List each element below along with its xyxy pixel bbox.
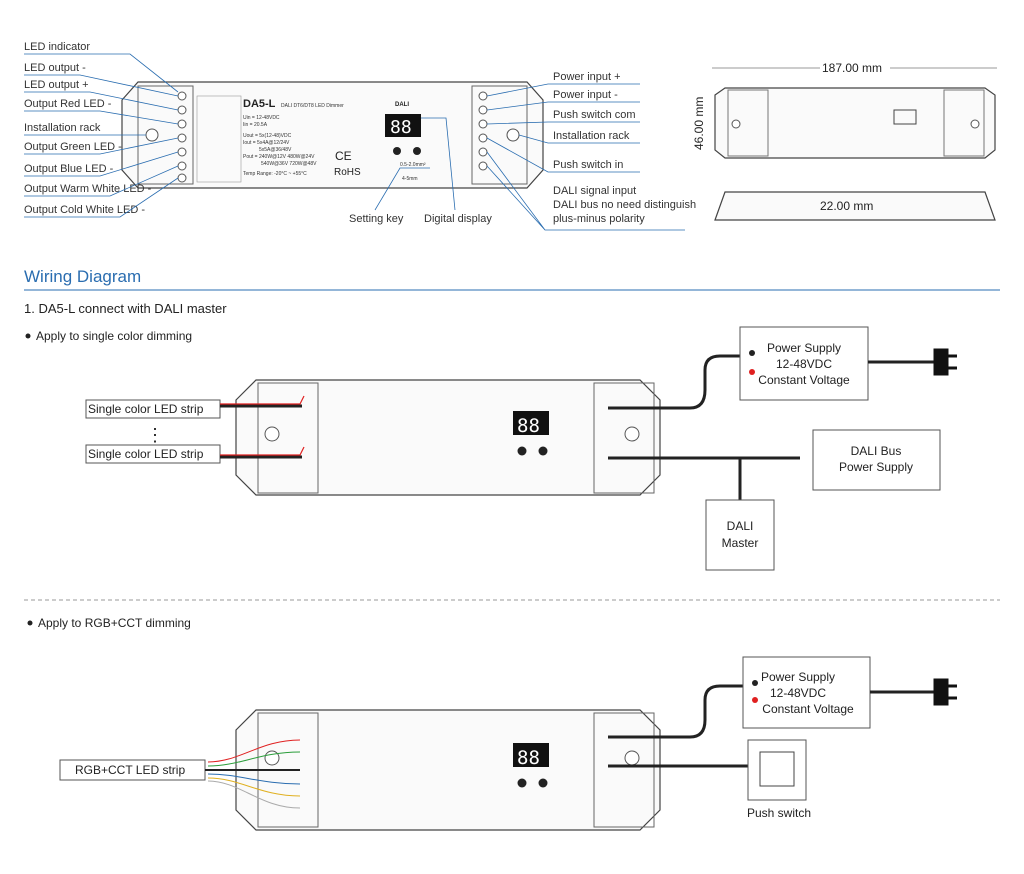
dali-master-label: DALI — [727, 519, 754, 533]
rgbcct-strip-label: RGB+CCT LED strip — [75, 763, 185, 777]
dali-master-box — [705, 499, 775, 571]
spec-iout2: 5x5A@36/48V — [259, 147, 292, 153]
push-switch-icon — [759, 751, 795, 787]
label-led-output-minus: LED output - — [24, 62, 86, 74]
diagram-rgbcct: 88 RGB+CCT LED strip Power Supply 12-48V… — [59, 656, 957, 831]
bullet-rgbcct: Apply to RGB+CCT dimming — [38, 616, 191, 630]
dimension-views: 187.00 mm 46.00 mm 22.00 mm — [692, 60, 997, 221]
dali-logo: DALI — [395, 102, 409, 108]
strip-length: 4-5mm — [402, 176, 418, 182]
label-dali-polarity: plus-minus polarity — [553, 213, 645, 225]
label-push-switch-com: Push switch com — [553, 109, 636, 121]
label-power-input-minus: Power input - — [553, 89, 618, 101]
subtitle-dali-master: 1. DA5-L connect with DALI master — [24, 301, 227, 316]
device-subtitle: DALI DT6/DT8 LED Dimmer — [281, 103, 344, 109]
display-digits: 88 — [390, 117, 412, 138]
screw-icon — [145, 128, 159, 142]
spec-pout2: 540W@36V 720W@48V — [261, 161, 317, 167]
ce-mark: CE — [335, 149, 352, 163]
psu-label-1: Power Supply — [767, 341, 841, 355]
wire-size: 0.5-2.0mm² — [400, 162, 426, 168]
plug-icon — [933, 348, 957, 376]
label-power-input-plus: Power input + — [553, 71, 621, 83]
dim-length: 187.00 mm — [822, 61, 882, 75]
device-overview: DA5-L DALI DT6/DT8 LED Dimmer Uin = 12-4… — [121, 81, 544, 189]
screw-icon — [506, 128, 520, 142]
section-title: Wiring Diagram — [24, 267, 141, 286]
plug-icon — [933, 678, 957, 706]
rohs-mark: RoHS — [334, 167, 361, 178]
spec-uout: Uout = 5x(12-48)VDC — [243, 133, 292, 139]
label-output-green: Output Green LED - — [24, 141, 122, 153]
psu-box-2 — [742, 656, 871, 729]
display-digits: 88 — [517, 747, 540, 769]
psu-cv-1: Constant Voltage — [758, 373, 850, 387]
dim-height: 22.00 mm — [820, 199, 873, 213]
label-output-cw: Output Cold White LED - — [24, 204, 145, 216]
dali-bus-label: DALI Bus — [851, 444, 902, 458]
spec-iout: Iout = 5x4A@12/24V — [243, 140, 290, 146]
label-output-red: Output Red LED - — [24, 98, 112, 110]
strip-box-2 — [85, 444, 221, 464]
spec-pout: Pout = 240W@12V 480W@24V — [243, 154, 315, 160]
spec-iin: Iin = 20.5A — [243, 122, 268, 128]
label-installation-rack: Installation rack — [24, 122, 101, 134]
strip-box-1 — [85, 399, 221, 419]
bullet-single-color: Apply to single color dimming — [36, 329, 192, 343]
label-led-indicator: LED indicator — [24, 41, 90, 53]
ellipsis-dots: ⋮ — [146, 425, 164, 445]
label-output-ww: Output Warm White LED - — [24, 183, 152, 195]
dali-bus-box — [812, 429, 941, 491]
push-switch-label: Push switch — [747, 806, 811, 820]
setting-key-left[interactable] — [393, 147, 401, 155]
psu-box-1 — [739, 326, 869, 401]
label-output-blue: Output Blue LED - — [24, 163, 114, 175]
strip-label-2: Single color LED strip — [88, 447, 204, 461]
psu-label-2: Power Supply — [761, 670, 835, 684]
device-model: DA5-L — [243, 98, 276, 110]
label-setting-key: Setting key — [349, 213, 404, 225]
label-led-output-plus: LED output + — [24, 79, 89, 91]
label-push-switch-in: Push switch in — [553, 159, 623, 171]
dali-master-label-2: Master — [722, 536, 759, 550]
diagram-single-color: 88 Single color LED strip ⋮ Single color… — [85, 326, 957, 571]
left-callouts: LED indicator LED output - LED output + … — [24, 41, 179, 218]
label-dali-note: DALI bus no need distinguish — [553, 199, 696, 211]
psu-voltage-2: 12-48VDC — [770, 686, 826, 700]
strip-label-1: Single color LED strip — [88, 402, 204, 416]
digital-display — [385, 114, 421, 137]
label-digital-display: Digital display — [424, 213, 492, 225]
spec-uin: Uin = 12-48VDC — [243, 115, 280, 121]
setting-key-right[interactable] — [413, 147, 421, 155]
spec-temp: Temp Range: -20°C ~ +55°C — [243, 171, 307, 177]
label-installation-rack-right: Installation rack — [553, 130, 630, 142]
dali-bus-label-2: Power Supply — [839, 460, 913, 474]
label-dali-signal: DALI signal input — [553, 185, 636, 197]
right-callouts: Power input + Power input - Push switch … — [349, 71, 696, 231]
psu-voltage-1: 12-48VDC — [776, 357, 832, 371]
dim-width: 46.00 mm — [692, 97, 706, 150]
psu-cv-2: Constant Voltage — [762, 702, 854, 716]
display-digits: 88 — [517, 415, 540, 437]
